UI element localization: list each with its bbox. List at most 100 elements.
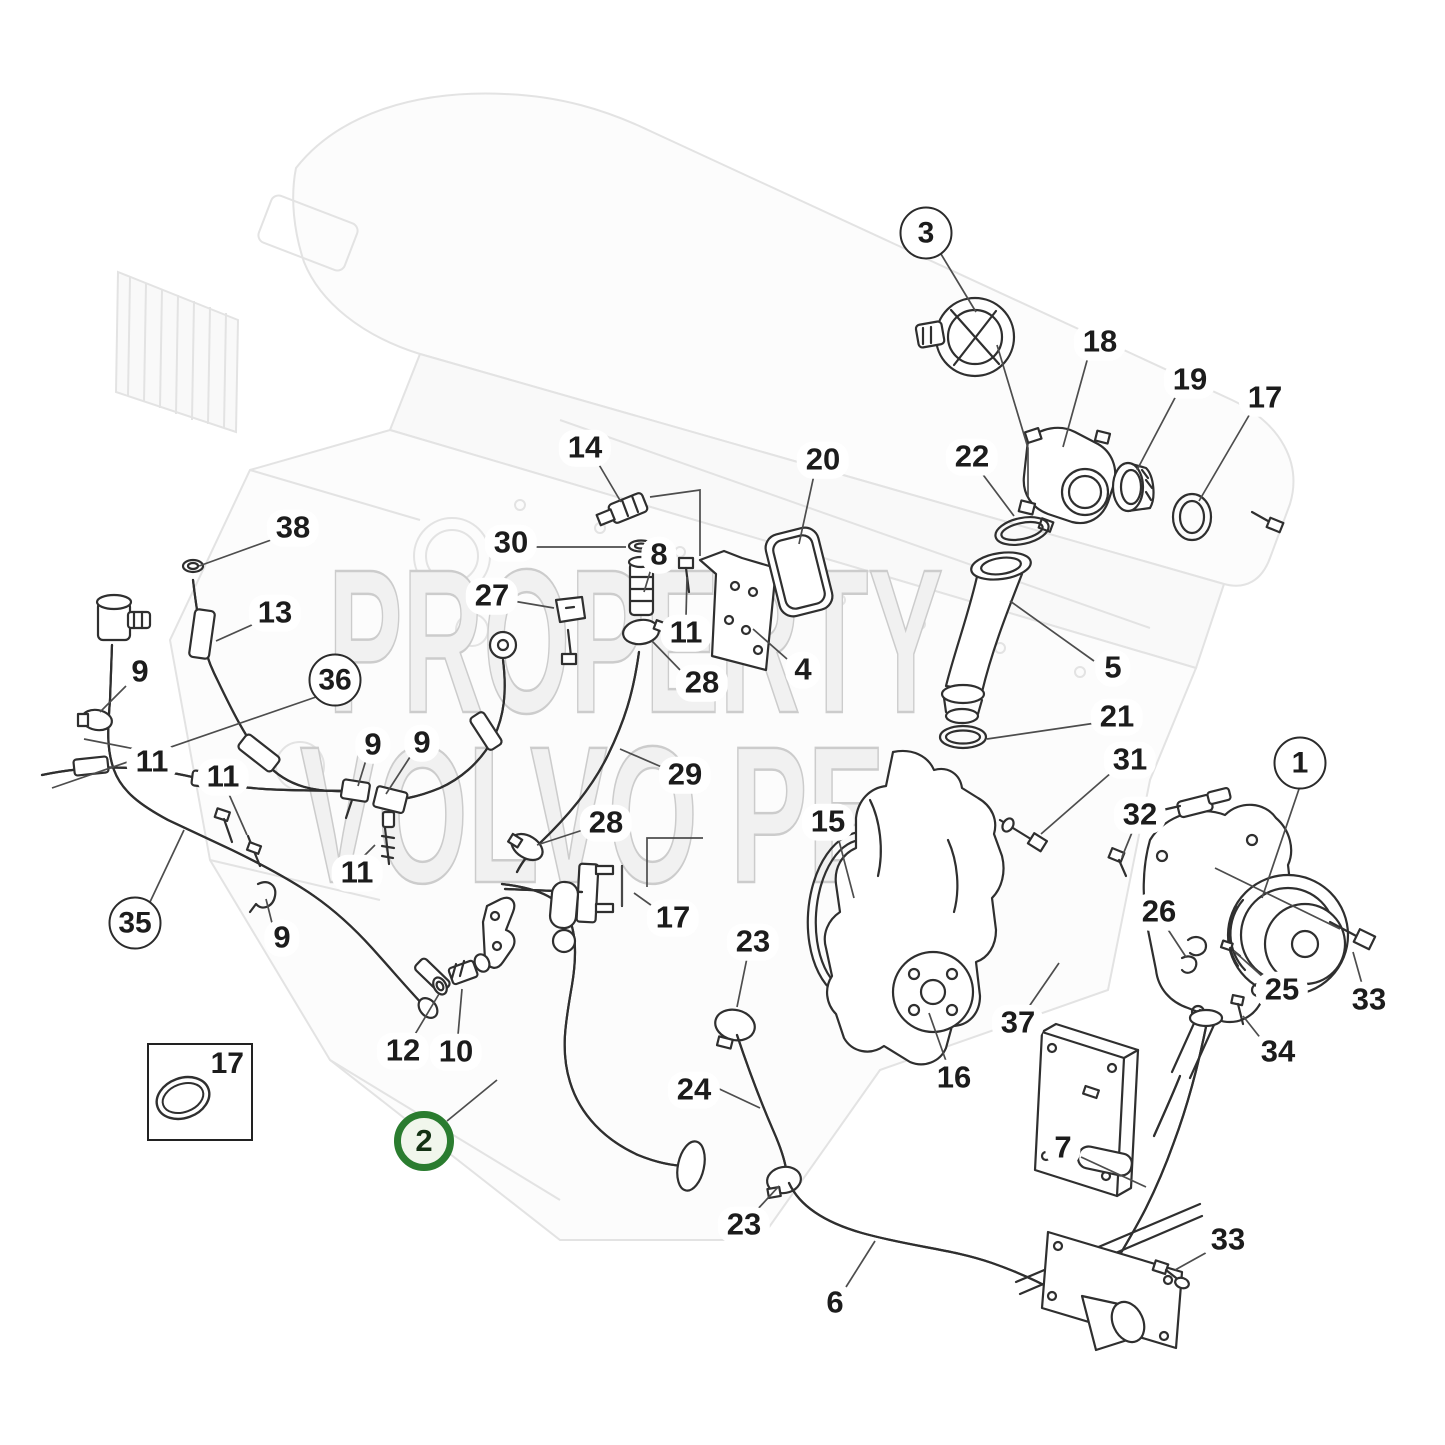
callout-37[interactable]: 37 [991, 1004, 1045, 1042]
leader-22 [980, 471, 1015, 517]
hose-13-crimp-sleeve-2 [237, 733, 281, 773]
callout-36[interactable]: 36 [308, 653, 362, 707]
callout-20[interactable]: 20 [796, 441, 850, 479]
callout-19[interactable]: 19 [1163, 361, 1217, 399]
callout-1[interactable]: 1 [1273, 736, 1327, 790]
callout-35[interactable]: 35 [108, 896, 162, 950]
leader-16 [928, 1012, 947, 1062]
callout-10[interactable]: 10 [429, 1033, 483, 1071]
clamp-9[interactable] [76, 708, 114, 733]
bolt-33-small[interactable] [1151, 1259, 1190, 1290]
part-number: 26 [1141, 893, 1177, 929]
callout-31[interactable]: 31 [1103, 741, 1157, 779]
callout-22[interactable]: 22 [945, 438, 999, 476]
part-number: 30 [493, 524, 529, 560]
washer-12[interactable] [430, 975, 449, 997]
callout-24[interactable]: 24 [667, 1071, 721, 1109]
callout-9[interactable]: 9 [264, 919, 300, 957]
legend-box-17[interactable]: 17 [147, 1043, 253, 1141]
part-number: 15 [810, 803, 846, 839]
callout-23[interactable]: 23 [726, 923, 780, 961]
part-number: 13 [257, 594, 293, 630]
callout-5[interactable]: 5 [1095, 649, 1131, 687]
leader-11 [227, 791, 248, 836]
callout-17[interactable]: 17 [1238, 379, 1292, 417]
callout-9[interactable]: 9 [404, 724, 440, 762]
callout-23[interactable]: 23 [717, 1206, 771, 1244]
callout-33[interactable]: 33 [1342, 981, 1396, 1019]
callout-38[interactable]: 38 [266, 509, 320, 547]
callout-11[interactable]: 11 [660, 614, 712, 652]
extra-leader-0 [649, 489, 701, 556]
extra-leader-1 [996, 344, 1029, 496]
t-junction-fittings [339, 778, 409, 866]
callout-7[interactable]: 7 [1045, 1129, 1081, 1167]
callout-29[interactable]: 29 [658, 756, 712, 794]
callout-11[interactable]: 11 [331, 854, 383, 892]
part-number: 11 [206, 758, 240, 794]
fitting-10[interactable] [447, 952, 492, 986]
leader-24 [712, 1085, 761, 1109]
callout-30[interactable]: 30 [484, 524, 538, 562]
callout-2[interactable]: 2 [394, 1111, 454, 1171]
o-ring-17[interactable] [1171, 492, 1213, 542]
sensor-14[interactable] [595, 492, 649, 527]
clamp-23-lower[interactable] [765, 1164, 803, 1200]
thermostat-3[interactable] [914, 296, 1016, 378]
bolt-32[interactable] [1107, 847, 1128, 878]
clamp-23-upper[interactable] [712, 1006, 758, 1050]
callout-14[interactable]: 14 [558, 429, 612, 467]
part-number: 33 [1210, 1221, 1246, 1257]
part-number: 32 [1122, 796, 1158, 832]
part-number: 29 [667, 756, 703, 792]
clip-25[interactable] [1186, 936, 1208, 957]
pipe-7-collar [1188, 1008, 1224, 1028]
leader-37 [1027, 962, 1060, 1009]
leader-1 [1261, 788, 1300, 899]
bolt-11[interactable] [213, 807, 234, 844]
gasket-22[interactable] [993, 513, 1051, 550]
callout-13[interactable]: 13 [248, 594, 302, 632]
seal-19[interactable] [1111, 461, 1155, 513]
callout-28[interactable]: 28 [579, 804, 633, 842]
clip-27[interactable] [554, 595, 587, 666]
callout-26[interactable]: 26 [1132, 893, 1186, 931]
callout-12[interactable]: 12 [376, 1032, 430, 1070]
callout-3[interactable]: 3 [899, 206, 953, 260]
callout-17[interactable]: 17 [646, 899, 700, 937]
clip-26[interactable] [1180, 955, 1198, 974]
pipe-5[interactable] [940, 549, 1033, 725]
callout-4[interactable]: 4 [785, 651, 821, 689]
callout-28[interactable]: 28 [675, 664, 729, 702]
callout-11[interactable]: 11 [126, 743, 178, 781]
callout-16[interactable]: 16 [927, 1059, 981, 1097]
water-pump-16[interactable] [823, 749, 1005, 1066]
callout-32[interactable]: 32 [1113, 796, 1167, 834]
callout-21[interactable]: 21 [1090, 698, 1144, 736]
stud-11[interactable] [245, 834, 263, 868]
thermostat-housing-18[interactable] [1017, 426, 1117, 533]
callout-18[interactable]: 18 [1073, 323, 1127, 361]
gasket-20[interactable] [763, 525, 836, 620]
bolt-31[interactable] [998, 816, 1049, 853]
hose-2-boss [551, 928, 577, 954]
callout-27[interactable]: 27 [465, 577, 519, 615]
part-number: 24 [676, 1071, 712, 1107]
gasket-21[interactable] [938, 724, 988, 750]
callout-8[interactable]: 8 [641, 536, 677, 574]
clamp-28-lower[interactable] [507, 829, 547, 866]
hook-9[interactable] [248, 881, 277, 914]
callout-34[interactable]: 34 [1251, 1033, 1305, 1071]
pin-34[interactable] [1230, 993, 1245, 1026]
bolt-33-long[interactable] [1328, 920, 1377, 951]
callout-33[interactable]: 33 [1201, 1221, 1255, 1259]
callout-15[interactable]: 15 [801, 803, 855, 841]
callout-11[interactable]: 11 [197, 758, 249, 796]
callout-25[interactable]: 25 [1255, 971, 1309, 1009]
hose-36-crimp [72, 755, 110, 777]
callout-9[interactable]: 9 [122, 653, 158, 691]
callout-6[interactable]: 6 [817, 1284, 853, 1322]
callout-9[interactable]: 9 [355, 726, 391, 764]
bracket-4[interactable] [698, 549, 778, 672]
pump-assembly-1[interactable] [1142, 787, 1350, 1024]
